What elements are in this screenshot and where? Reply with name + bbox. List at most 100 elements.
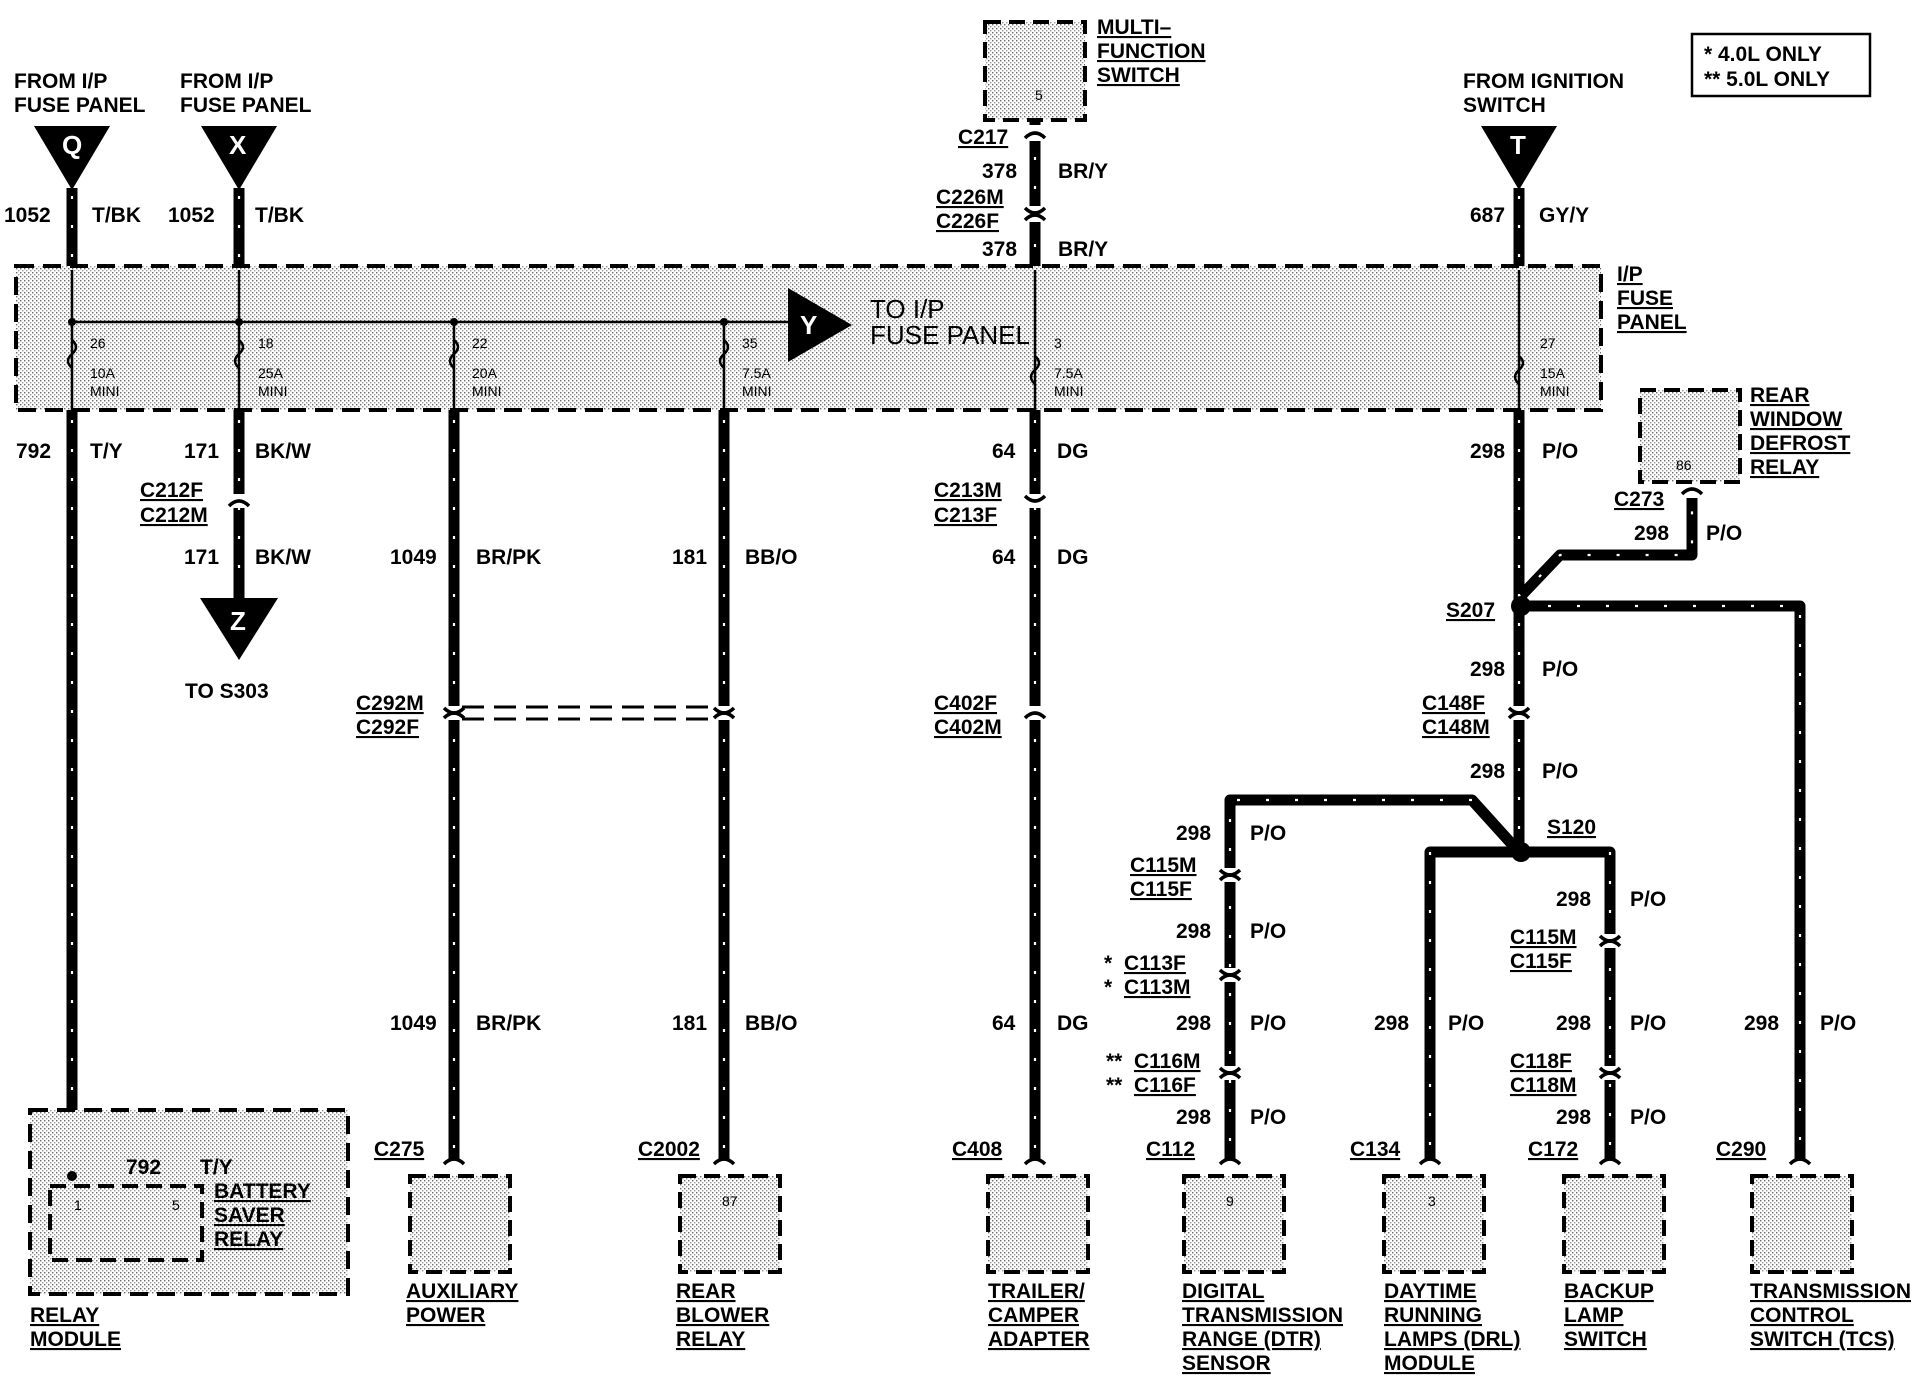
svg-text:3: 3: [1054, 335, 1062, 351]
svg-text:P/O: P/O: [1448, 1012, 1484, 1035]
svg-text:1049: 1049: [390, 546, 437, 569]
svg-text:P/O: P/O: [1706, 522, 1742, 545]
svg-text:BACKUP: BACKUP: [1564, 1280, 1654, 1303]
svg-text:C113M: C113M: [1124, 976, 1191, 999]
svg-text:RELAY: RELAY: [214, 1228, 283, 1251]
svg-text:T/Y: T/Y: [90, 440, 123, 463]
svg-text:181: 181: [672, 1012, 707, 1035]
svg-text:FROM I/P: FROM I/P: [14, 70, 107, 93]
svg-text:FUSE PANEL: FUSE PANEL: [14, 94, 146, 117]
ip-fuse-panel-label: I/P FUSE PANEL: [1617, 263, 1687, 334]
fuse-22: 22 20A MINI: [448, 318, 502, 399]
svg-text:MINI: MINI: [1054, 383, 1084, 399]
svg-text:64: 64: [992, 440, 1016, 463]
svg-text:P/O: P/O: [1542, 440, 1578, 463]
svg-text:C402M: C402M: [934, 716, 1002, 739]
svg-text:RELAY: RELAY: [30, 1304, 99, 1327]
svg-text:**: **: [1106, 1050, 1123, 1073]
splice-s120: [1511, 842, 1531, 862]
svg-text:P/O: P/O: [1630, 888, 1666, 911]
svg-text:BB/O: BB/O: [745, 1012, 798, 1035]
svg-text:792: 792: [16, 440, 51, 463]
trailer-camper-adapter: TRAILER/ CAMPER ADAPTER: [986, 1174, 1090, 1351]
svg-text:SWITCH: SWITCH: [1463, 94, 1546, 117]
svg-text:AUXILIARY: AUXILIARY: [406, 1280, 518, 1303]
daytime-running-lamps-module: 3 DAYTIME RUNNING LAMPS (DRL) MODULE: [1382, 1174, 1520, 1375]
svg-text:T/BK: T/BK: [92, 204, 141, 227]
svg-text:20A: 20A: [472, 365, 498, 381]
svg-text:171: 171: [184, 546, 219, 569]
svg-text:BATTERY: BATTERY: [214, 1180, 311, 1203]
svg-text:22: 22: [472, 335, 488, 351]
svg-text:P/O: P/O: [1250, 1106, 1286, 1129]
svg-text:S207: S207: [1446, 599, 1495, 622]
svg-text:87: 87: [722, 1193, 738, 1209]
svg-text:SENSOR: SENSOR: [1182, 1352, 1271, 1375]
svg-text:298: 298: [1176, 1106, 1211, 1129]
svg-text:FUSE PANEL: FUSE PANEL: [180, 94, 312, 117]
svg-text:298: 298: [1176, 920, 1211, 943]
svg-text:TRANSMISSION: TRANSMISSION: [1182, 1304, 1343, 1327]
svg-text:298: 298: [1470, 760, 1505, 783]
svg-text:298: 298: [1176, 822, 1211, 845]
svg-text:Q: Q: [62, 130, 82, 160]
multifunction-switch: 5 MULTI– FUNCTION SWITCH: [983, 16, 1206, 122]
svg-text:298: 298: [1470, 440, 1505, 463]
svg-text:MINI: MINI: [90, 383, 120, 399]
svg-text:BLOWER: BLOWER: [676, 1304, 769, 1327]
connector-breaks: [227, 125, 1812, 1166]
svg-text:ADAPTER: ADAPTER: [988, 1328, 1090, 1351]
svg-text:DIGITAL: DIGITAL: [1182, 1280, 1265, 1303]
svg-text:DG: DG: [1057, 440, 1089, 463]
svg-text:SWITCH: SWITCH: [1097, 64, 1180, 87]
svg-text:C408: C408: [952, 1138, 1003, 1161]
svg-text:DG: DG: [1057, 546, 1089, 569]
svg-text:P/O: P/O: [1630, 1012, 1666, 1035]
rear-blower-relay: 87 REAR BLOWER RELAY: [676, 1174, 782, 1351]
svg-text:298: 298: [1744, 1012, 1779, 1035]
splice-s207: [1511, 596, 1531, 616]
svg-text:X: X: [229, 130, 247, 160]
svg-text:DEFROST: DEFROST: [1750, 432, 1851, 455]
svg-text:C292F: C292F: [356, 716, 419, 739]
svg-text:171: 171: [184, 440, 219, 463]
svg-text:SWITCH: SWITCH: [1564, 1328, 1647, 1351]
svg-text:C212M: C212M: [140, 504, 208, 527]
svg-text:MODULE: MODULE: [30, 1328, 121, 1351]
svg-text:MINI: MINI: [1540, 383, 1570, 399]
svg-text:BR/Y: BR/Y: [1058, 238, 1108, 261]
svg-text:SWITCH (TCS): SWITCH (TCS): [1750, 1328, 1895, 1351]
rear-window-defrost-relay: 86 REAR WINDOW DEFROST RELAY: [1638, 384, 1851, 484]
svg-text:Y: Y: [800, 310, 817, 340]
svg-text:TO S303: TO S303: [185, 680, 269, 703]
svg-text:C213F: C213F: [934, 504, 997, 527]
svg-text:TRANSMISSION: TRANSMISSION: [1750, 1280, 1911, 1303]
svg-text:PANEL: PANEL: [1617, 311, 1687, 334]
svg-text:FROM IGNITION: FROM IGNITION: [1463, 70, 1624, 93]
svg-text:687: 687: [1470, 204, 1505, 227]
svg-text:I/P: I/P: [1617, 263, 1643, 286]
svg-text:C115F: C115F: [1130, 878, 1192, 901]
svg-text:378: 378: [982, 160, 1017, 183]
legend-line-2: ** 5.0L ONLY: [1704, 68, 1830, 91]
svg-text:BK/W: BK/W: [255, 440, 311, 463]
svg-text:LAMPS (DRL): LAMPS (DRL): [1384, 1328, 1520, 1351]
svg-text:DG: DG: [1057, 1012, 1089, 1035]
svg-text:*: *: [1104, 976, 1113, 999]
auxiliary-power: AUXILIARY POWER: [406, 1174, 518, 1327]
svg-text:1052: 1052: [168, 204, 215, 227]
svg-text:WINDOW: WINDOW: [1750, 408, 1842, 431]
svg-text:RELAY: RELAY: [1750, 456, 1819, 479]
svg-text:C290: C290: [1716, 1138, 1766, 1161]
svg-text:RELAY: RELAY: [676, 1328, 745, 1351]
svg-text:7.5A: 7.5A: [742, 365, 771, 381]
svg-text:P/O: P/O: [1250, 1012, 1286, 1035]
svg-text:298: 298: [1556, 888, 1591, 911]
svg-text:64: 64: [992, 546, 1016, 569]
svg-text:DAYTIME: DAYTIME: [1384, 1280, 1477, 1303]
svg-text:C116M: C116M: [1134, 1050, 1201, 1073]
legend-box: * 4.0L ONLY ** 5.0L ONLY: [1690, 32, 1872, 98]
fuse-26: 26 10A MINI: [66, 318, 120, 399]
svg-text:C115F: C115F: [1510, 950, 1572, 973]
